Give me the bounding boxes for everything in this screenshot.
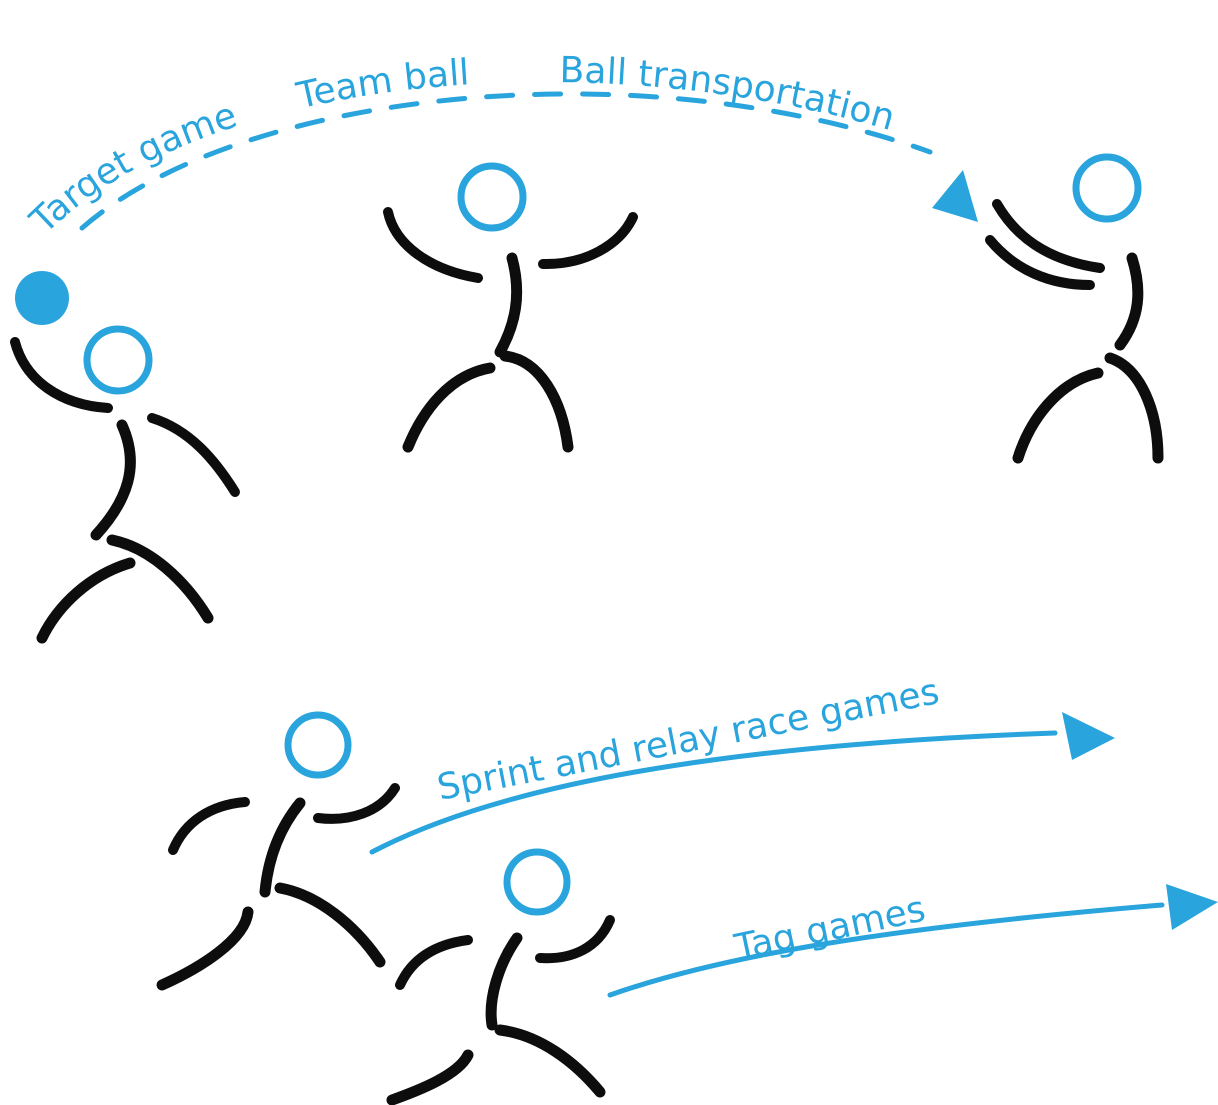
head-icon <box>457 162 527 232</box>
arc-labels: Target game Team ball Ball transportatio… <box>22 50 899 242</box>
ball-icon <box>15 271 69 325</box>
head-icon <box>83 325 153 395</box>
dashed-arc-line <box>79 91 933 231</box>
tag-arrowhead-icon <box>1166 884 1218 930</box>
head-icon <box>284 711 352 779</box>
stick-figure-running <box>386 848 615 1105</box>
stick-figure-sprinting <box>156 711 400 991</box>
stick-figure-jumping <box>383 162 638 453</box>
ball-game-arc: Target game Team ball Ball transportatio… <box>22 50 978 242</box>
head-icon <box>503 848 571 916</box>
sprint-arrowhead-icon <box>1062 712 1115 760</box>
sprint-line <box>369 730 1058 855</box>
stick-figure-catching <box>985 153 1164 464</box>
label-team-ball: Team ball <box>292 52 470 117</box>
sprint-relay-track: Sprint and relay race games <box>369 671 1115 855</box>
tag-games-track: Tag games <box>607 884 1218 998</box>
head-icon <box>1072 153 1142 223</box>
tag-line <box>607 902 1165 998</box>
label-tag-games: Tag games <box>730 889 929 969</box>
stick-figure-throwing <box>10 271 240 644</box>
label-sprint-relay: Sprint and relay race games <box>434 671 943 809</box>
label-target-game: Target game <box>22 95 242 242</box>
arc-arrowhead-icon <box>932 170 978 222</box>
